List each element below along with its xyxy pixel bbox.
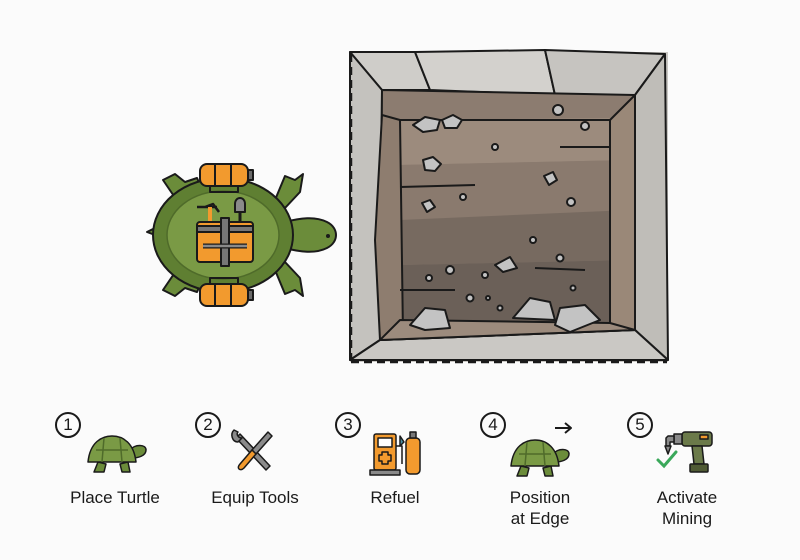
fuel-pump-icon [369,431,421,476]
rock [409,307,451,331]
dirt-layer [400,210,630,265]
tools-icon [231,429,273,471]
turtle-illustration [146,163,337,307]
turtle-head [284,217,337,253]
step-label: Refuel [370,488,420,507]
rock [422,156,442,172]
step-4: 4 Position at Edge [470,410,610,540]
step-label: Place Turtle [70,488,160,507]
rock [543,171,558,186]
pebble [552,104,564,116]
pebble [555,253,565,263]
checkmark-icon [656,450,678,469]
rock [412,116,441,133]
step-3: 3 Refuel [325,410,465,540]
pebble [445,265,455,275]
step-label: Activate Mining [656,488,718,528]
pebble [566,197,576,207]
pit-wall-left [374,114,404,341]
step-number: 2 [195,412,221,438]
pebble [481,271,489,279]
step-number: 1 [55,412,81,438]
step-label: Equip Tools [211,488,299,507]
fuel-tank [199,277,254,307]
step-number: 5 [627,412,653,438]
step-number: 3 [335,412,361,438]
rock [441,114,463,129]
pebble [580,121,590,131]
pebble [425,274,433,282]
pebble [491,143,499,151]
fuel-tank [199,163,254,193]
turtle-icon [87,435,147,473]
rock [494,256,518,273]
dirt-layer [400,118,630,165]
stone-block [414,49,556,96]
step-1: 1 Place Turtle [45,410,185,540]
step-2: 2 Equip Tools [185,410,325,540]
rock [512,297,556,321]
pebble [485,295,491,301]
drill-check-icon [656,431,713,473]
step-label: Position at Edge [509,488,571,528]
step-5: 5 Activate Mining [617,410,757,540]
pebble [496,304,504,312]
pit-wall-right [609,94,636,331]
stone-block [634,53,669,361]
step-number: 4 [480,412,506,438]
rock [421,199,436,213]
pebble [569,284,577,292]
turtle-arrow-icon [510,422,572,477]
turtle-eye [326,234,330,238]
toolbox [196,197,254,267]
pebble [459,193,467,201]
pebble [465,293,475,303]
rock [554,304,601,333]
mining-pit-illustration [349,49,669,364]
pebble [529,236,537,244]
